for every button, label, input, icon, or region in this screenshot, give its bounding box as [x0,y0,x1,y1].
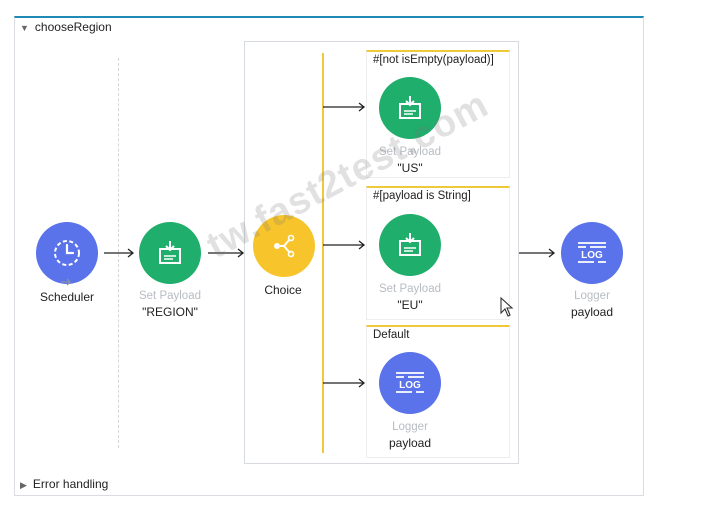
set-payload-us-value: "US" [397,161,423,175]
logger-default-value: payload [388,436,432,450]
mouse-cursor-icon [500,297,514,317]
route-eu-condition: #[payload is String] [373,190,471,202]
logger-icon: LOG [578,242,606,263]
route-eu[interactable]: #[payload is String] [366,186,510,320]
connector-arrow [323,240,366,250]
route-us[interactable]: #[not isEmpty(payload)] [366,50,510,178]
scheduler-node[interactable] [36,222,98,284]
set-payload-icon [399,96,421,119]
route-us-condition: #[not isEmpty(payload)] [373,54,494,66]
connector-arrow [323,378,366,388]
logger-final-node[interactable]: LOG [561,222,623,284]
collapse-triangle-icon[interactable]: ▼ [20,23,29,33]
connector-arrow [323,102,366,112]
expand-triangle-icon[interactable]: ▶ [20,480,27,490]
set-payload-region-type: Set Payload [138,290,201,302]
svg-text:LOG: LOG [399,380,421,391]
error-handling-toggle[interactable]: ▶ Error handling [20,477,108,491]
set-payload-eu-node[interactable] [379,214,441,276]
connector-arrow [104,248,135,258]
choice-node[interactable] [253,215,315,277]
route-default[interactable]: Default [366,325,510,458]
logger-icon: LOG [396,372,424,393]
set-payload-region-node[interactable] [139,222,201,284]
set-payload-eu-type: Set Payload [378,283,441,295]
set-payload-eu-value: "EU" [397,298,423,312]
connector-arrow [519,248,556,258]
flow-header[interactable]: ▼ chooseRegion [20,20,112,34]
set-payload-us-node[interactable] [379,77,441,139]
svg-text:LOG: LOG [581,250,603,261]
connector-arrow [208,248,245,258]
flow-name: chooseRegion [34,20,112,34]
source-arrow-icon [61,278,71,286]
choice-label: Choice [264,283,302,297]
error-handling-label: Error handling [32,477,109,491]
choice-scope [244,41,519,464]
clock-icon [54,240,80,266]
route-default-condition: Default [373,329,410,341]
choice-route-bar [322,53,324,453]
logger-default-type: Logger [392,421,428,433]
set-payload-icon [159,241,181,264]
logger-default-node[interactable]: LOG [379,352,441,414]
set-payload-us-type: Set Payload [378,146,441,158]
flow-canvas [14,16,644,496]
set-payload-region-value: "REGION" [142,305,198,319]
logger-final-value: payload [570,305,614,319]
logger-final-type: Logger [574,290,610,302]
choice-branch-icon [274,234,295,258]
scheduler-label: Scheduler [39,290,95,304]
set-payload-icon [399,233,421,256]
